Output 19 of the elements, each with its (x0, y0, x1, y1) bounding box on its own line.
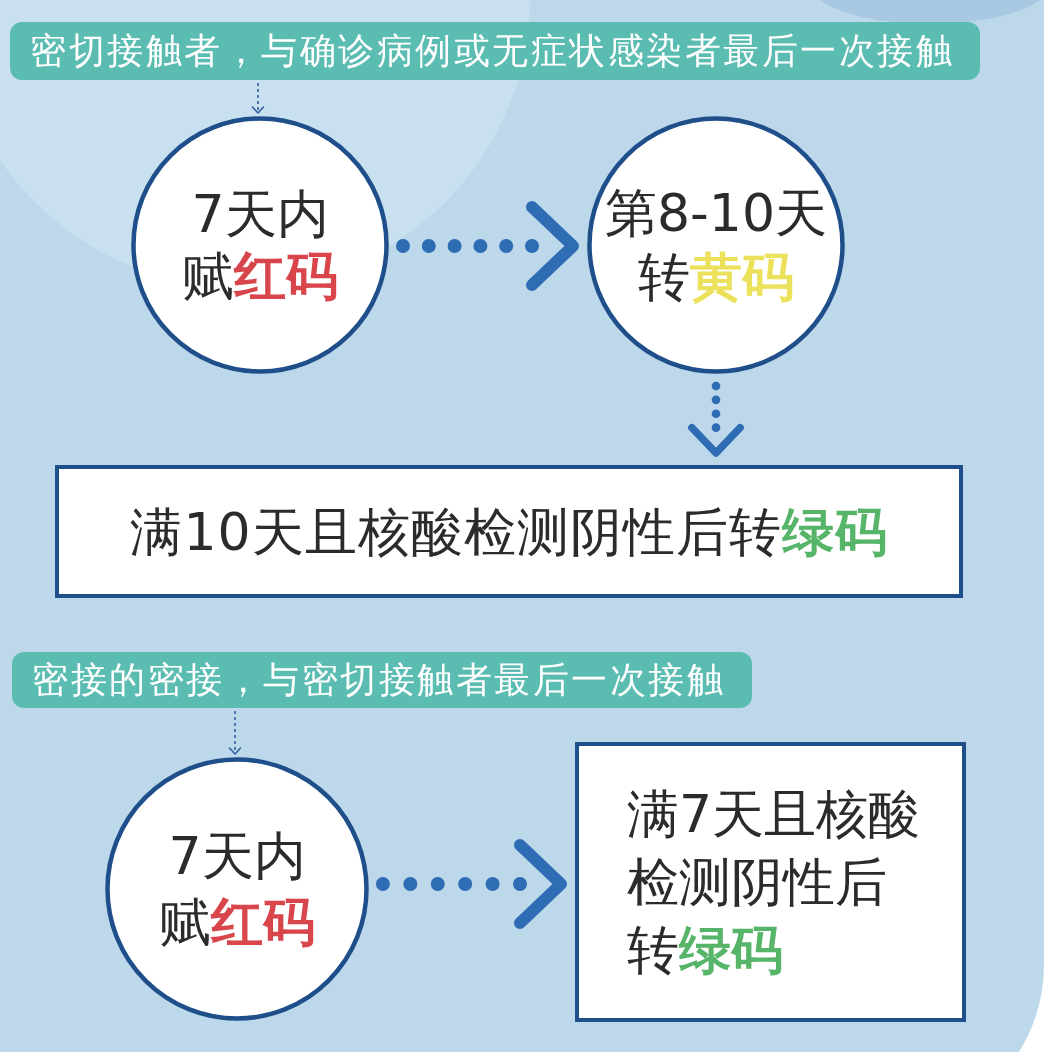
banner-text: 密接的密接，与密切接触者最后一次接触 (32, 659, 725, 701)
result-text: 满7天且核酸检测阴性后转绿码 (627, 783, 922, 982)
step-circle (587, 116, 845, 374)
arrow (688, 381, 744, 458)
step-circle (131, 116, 389, 374)
contact-banner (10, 22, 980, 80)
step-text: 7天内赋红码 (158, 825, 316, 954)
result-text: 满10天且核酸检测阴性后转绿码 (130, 500, 888, 564)
result-box (575, 742, 966, 1022)
step-text: 第8-10天转黄码 (604, 182, 828, 309)
banner-text: 密切接触者，与确诊病例或无症状感染者最后一次接触 (30, 30, 954, 72)
arrow (396, 201, 580, 291)
arrow (228, 710, 242, 755)
arrow (375, 839, 568, 929)
contact-banner (12, 652, 752, 708)
arrow (251, 82, 265, 114)
result-box (55, 465, 963, 598)
step-text: 7天内赋红码 (181, 183, 339, 307)
step-circle (105, 757, 369, 1021)
